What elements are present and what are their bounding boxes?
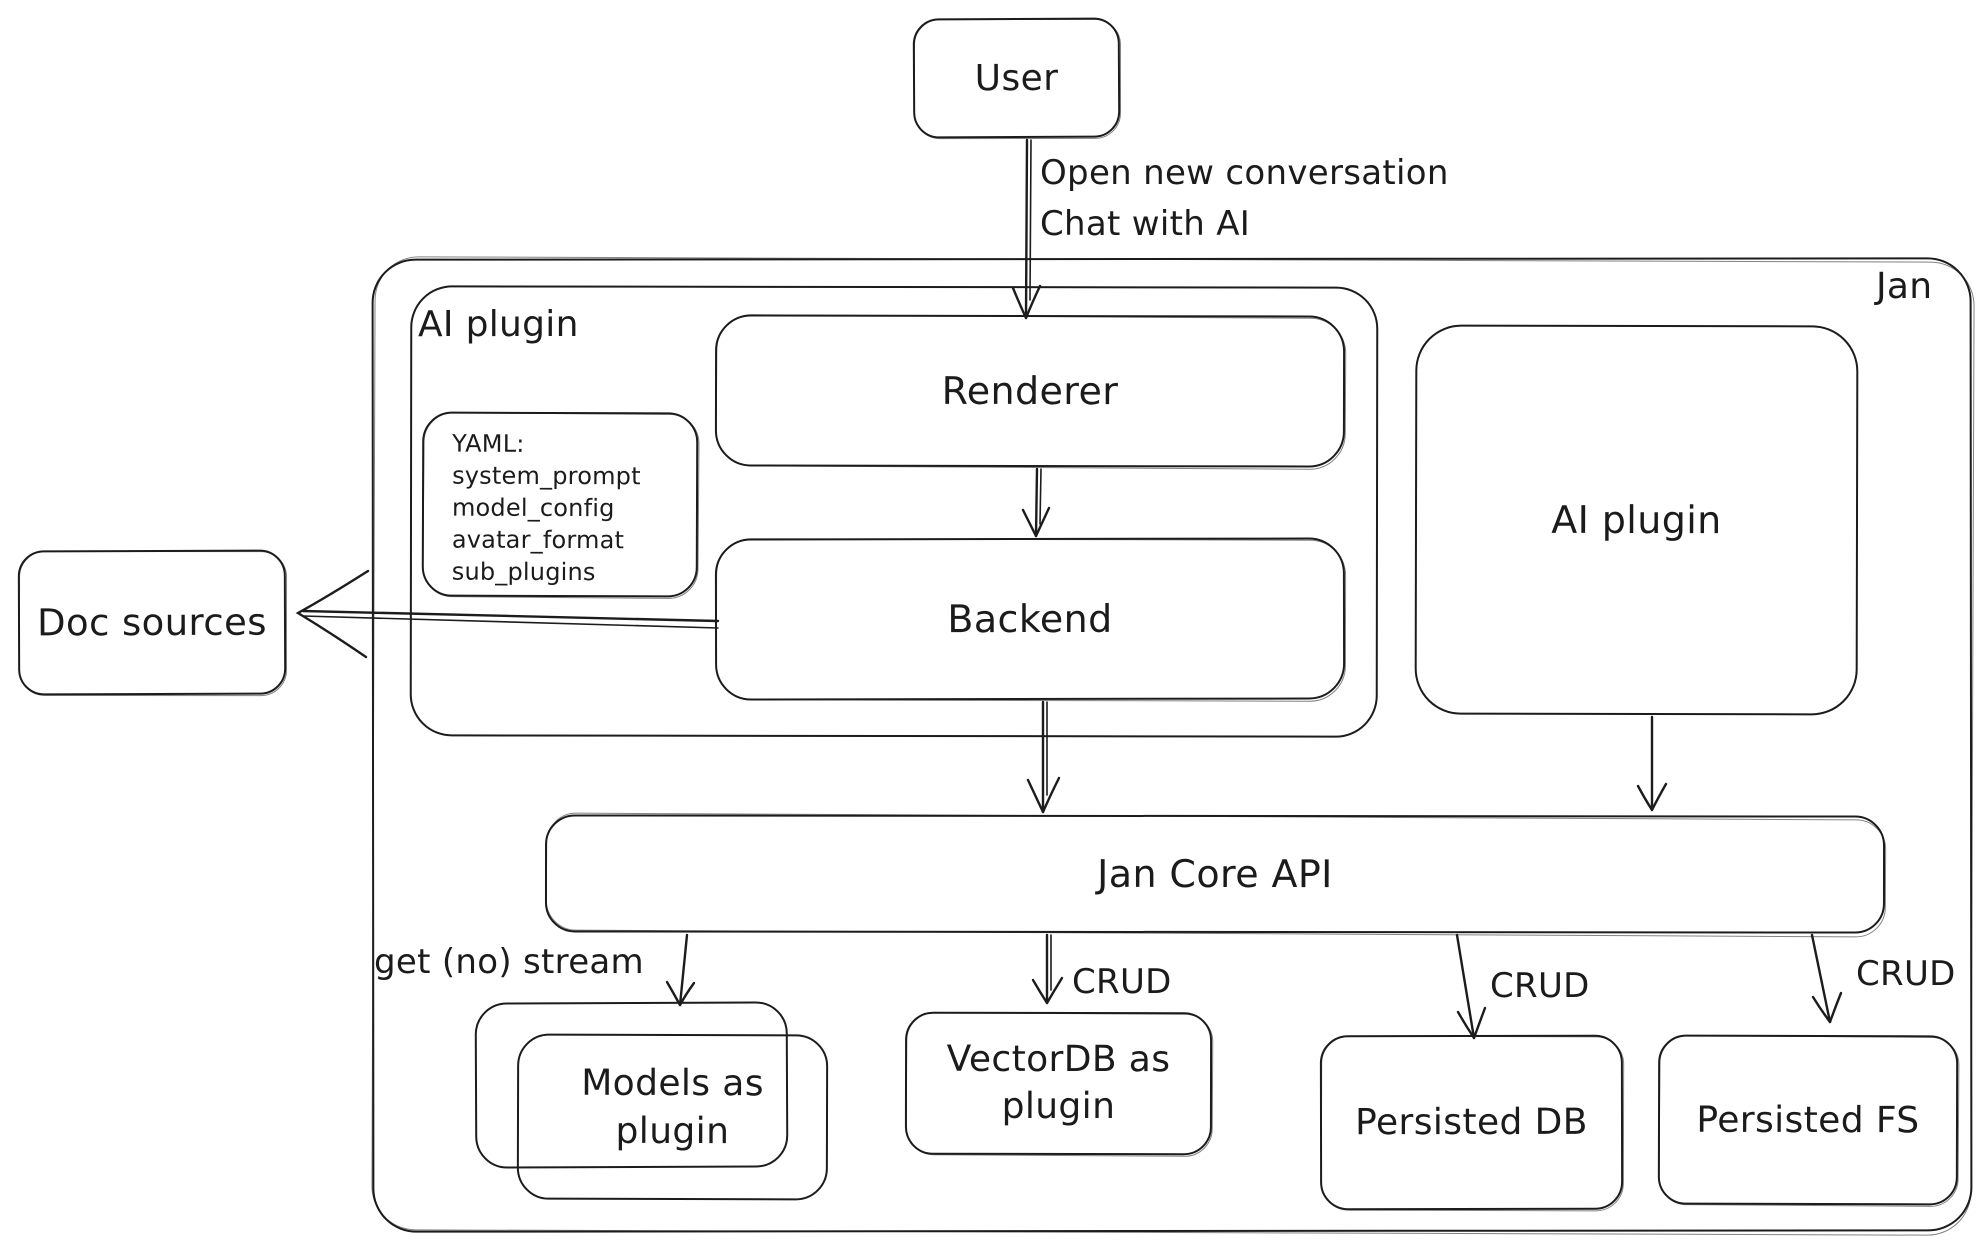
node-jan-core-api: Jan Core API: [544, 814, 1886, 934]
node-persisted-db-label: Persisted DB: [1355, 1101, 1588, 1144]
node-backend-label: Backend: [947, 596, 1113, 642]
node-doc-sources: Doc sources: [17, 549, 287, 696]
node-renderer: Renderer: [714, 314, 1346, 468]
edge-label-line: Open new conversation: [1040, 153, 1449, 193]
node-renderer-label: Renderer: [941, 368, 1119, 414]
yaml-line: model_config: [451, 493, 615, 523]
yaml-line: avatar_format: [451, 525, 625, 555]
edge-label-get-no-stream: get (no) stream: [374, 942, 644, 982]
edge-label-crud-vectordb: CRUD: [1072, 962, 1172, 1002]
node-persisted-db: Persisted DB: [1319, 1034, 1624, 1211]
edge-label-line: Chat with AI: [1040, 204, 1251, 244]
node-backend: Backend: [714, 537, 1346, 701]
node-ai-plugin: AI plugin: [1414, 324, 1859, 716]
jan-container-label: Jan: [1876, 266, 1933, 307]
edge-label-crud-persisted-db: CRUD: [1490, 966, 1590, 1006]
yaml-line: system_prompt: [452, 461, 641, 491]
node-doc-sources-label: Doc sources: [37, 600, 267, 645]
node-vectordb-as-plugin: VectorDB as plugin: [904, 1011, 1213, 1156]
node-models-as-plugin: Models as plugin: [516, 1033, 829, 1201]
node-jan-core-api-label: Jan Core API: [1097, 851, 1333, 897]
node-user: User: [912, 17, 1121, 139]
node-vectordb-as-plugin-label: VectorDB as plugin: [946, 1038, 1171, 1127]
ai-plugin-group-label: AI plugin: [418, 304, 579, 345]
edge-label-user-to-renderer: Open new conversation Chat with AI: [1040, 148, 1449, 250]
node-models-as-plugin-label: Models as plugin: [581, 1062, 765, 1152]
yaml-note-text: YAML: system_prompt model_config avatar_…: [424, 414, 697, 599]
yaml-line: sub_plugins: [451, 557, 596, 587]
node-persisted-fs-label: Persisted FS: [1696, 1099, 1920, 1141]
node-persisted-fs: Persisted FS: [1657, 1034, 1959, 1206]
node-user-label: User: [974, 57, 1059, 99]
yaml-line: YAML:: [452, 429, 525, 458]
node-ai-plugin-label: AI plugin: [1551, 497, 1722, 543]
node-yaml-note: YAML: system_prompt model_config avatar_…: [421, 411, 699, 599]
edge-label-crud-persisted-fs: CRUD: [1856, 954, 1956, 994]
